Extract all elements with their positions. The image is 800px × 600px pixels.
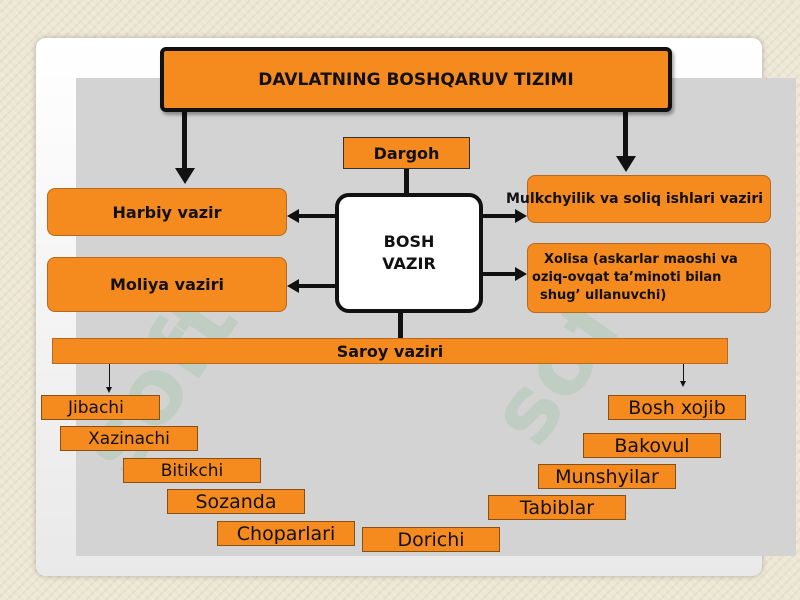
connector-dargoh-pm bbox=[404, 169, 409, 193]
diagram-title: DAVLATNING BOSHQARUV TIZIMI bbox=[160, 47, 672, 112]
connector-pm-saroy bbox=[398, 313, 403, 338]
box-dorichi: Dorichi bbox=[362, 527, 500, 552]
box-moliya-vaziri: Moliya vaziri bbox=[47, 257, 287, 312]
box-xolisa: Xolisa (askarlar maoshi va oziq-ovqat ta… bbox=[527, 243, 771, 313]
arrow-right-xolisa bbox=[515, 267, 527, 281]
box-choparlari: Choparlari bbox=[217, 521, 355, 546]
xolisa-line-1: Xolisa (askarlar maoshi va bbox=[544, 252, 738, 267]
bosh-vazir-line-2: VAZIR bbox=[382, 254, 436, 273]
connector-pm-harbiy bbox=[298, 214, 335, 218]
box-bakovul: Bakovul bbox=[583, 433, 721, 458]
arrow-saroy-right bbox=[680, 381, 686, 387]
arrow-down-left bbox=[175, 168, 195, 184]
arrow-left-harbiy bbox=[287, 209, 299, 223]
arrow-down-right bbox=[616, 156, 636, 172]
box-xazinachi: Xazinachi bbox=[60, 426, 198, 451]
box-tabiblar: Tabiblar bbox=[488, 495, 626, 520]
xolisa-line-3: shug’ ullanuvchi) bbox=[540, 288, 667, 303]
connector-saroy-right bbox=[683, 364, 684, 382]
connector-title-left bbox=[182, 112, 187, 170]
arrow-left-moliya bbox=[287, 279, 299, 293]
connector-pm-xolisa bbox=[483, 272, 515, 276]
box-dargoh: Dargoh bbox=[343, 137, 470, 169]
bosh-vazir-line-1: BOSH bbox=[383, 232, 435, 251]
mulkchyilik-label: Mulkchyilik va soliq ishlari vaziri bbox=[506, 191, 764, 207]
connector-pm-moliya bbox=[298, 284, 335, 288]
connector-title-right bbox=[623, 112, 628, 157]
box-mulkchyilik-vaziri: Mulkchyilik va soliq ishlari vaziri bbox=[506, 175, 771, 223]
xolisa-line-2: oziq-ovqat ta’minoti bilan bbox=[532, 270, 722, 285]
connector-pm-mulk bbox=[483, 214, 515, 218]
box-sozanda: Sozanda bbox=[167, 489, 305, 514]
connector-saroy-left bbox=[109, 364, 110, 388]
box-munshyilar: Munshyilar bbox=[538, 464, 676, 489]
box-bitikchi: Bitikchi bbox=[123, 458, 261, 483]
box-harbiy-vazir: Harbiy vazir bbox=[47, 188, 287, 236]
box-jibachi: Jibachi bbox=[41, 395, 160, 420]
box-saroy-vaziri: Saroy vaziri bbox=[52, 338, 728, 364]
box-bosh-vazir: BOSH VAZIR bbox=[335, 193, 483, 313]
box-bosh-xojib: Bosh xojib bbox=[608, 395, 746, 420]
arrow-saroy-left bbox=[106, 387, 112, 393]
arrow-right-mulk bbox=[515, 209, 527, 223]
